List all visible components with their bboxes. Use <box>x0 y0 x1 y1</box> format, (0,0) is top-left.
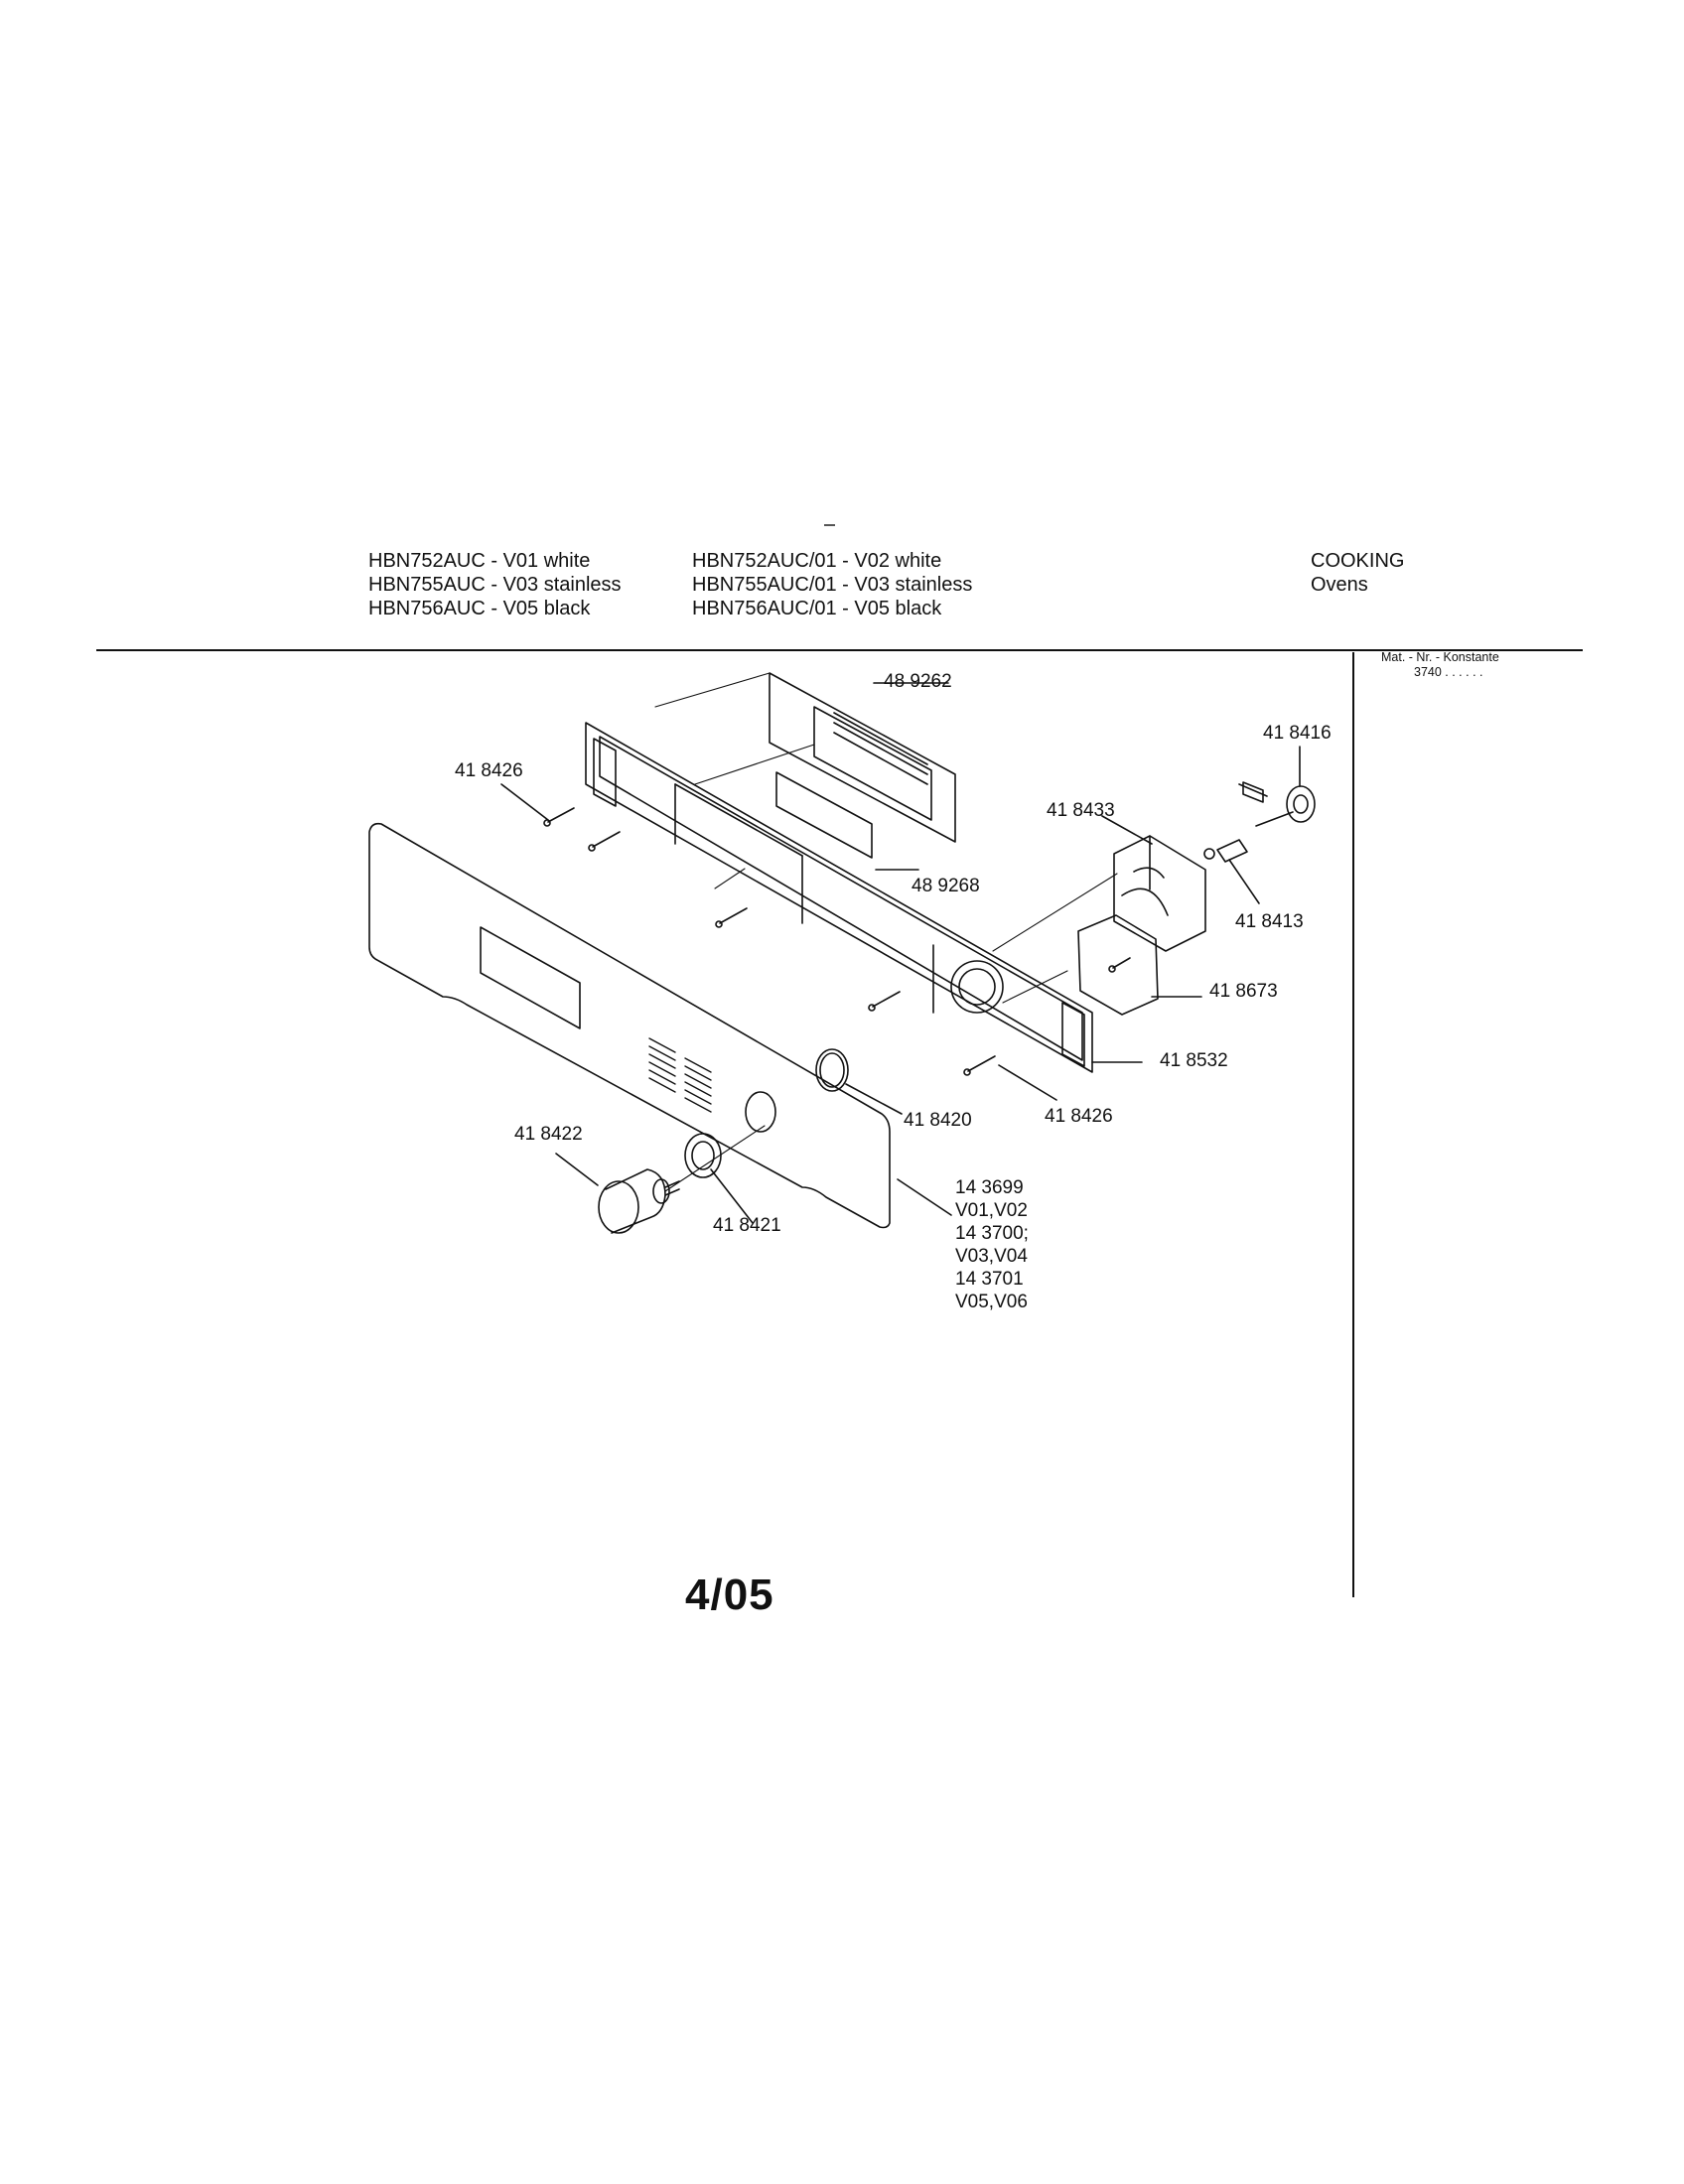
model-line: HBN752AUC/01 - V02 white <box>692 550 942 572</box>
panel-display-window <box>480 926 581 1029</box>
part-label: 41 8426 <box>455 760 523 781</box>
knob-axis-line <box>664 1125 766 1192</box>
part-label: 41 8673 <box>1209 981 1278 1002</box>
part-label: 41 8422 <box>514 1124 583 1145</box>
header-rule <box>96 649 1583 651</box>
model-line: HBN755AUC - V03 stainless <box>368 574 622 596</box>
leader-418426b <box>998 1064 1057 1101</box>
ring-418421 <box>684 1133 722 1178</box>
panel-code-label: V03,V04 <box>955 1246 1028 1267</box>
material-label: Mat. - Nr. - Konstante <box>1381 650 1499 664</box>
part-label: 41 8532 <box>1160 1050 1228 1071</box>
display-window-part <box>775 771 873 859</box>
rotary-switch-part <box>1238 781 1316 827</box>
knob-part <box>598 1168 680 1234</box>
panel-code-label: V01,V02 <box>955 1200 1028 1221</box>
leader-143699 <box>897 1178 952 1216</box>
ring-418420 <box>815 1048 849 1092</box>
control-board-part <box>769 672 956 843</box>
circuit-board-part <box>1077 914 1159 1016</box>
front-panel-part <box>368 822 891 1229</box>
model-list-right: HBN752AUC/01 - V02 white HBN755AUC/01 - … <box>692 549 972 620</box>
leader-418426a <box>500 783 549 821</box>
panel-knob-hole <box>745 1091 776 1133</box>
part-label: 41 8416 <box>1263 723 1332 744</box>
margin-rule <box>1352 652 1354 1597</box>
part-label: 41 8421 <box>713 1215 781 1236</box>
panel-code-label: 14 3701 <box>955 1269 1024 1290</box>
model-line: HBN752AUC - V01 white <box>368 550 591 572</box>
leader-418433 <box>1101 815 1153 845</box>
bracket-part <box>1113 835 1206 952</box>
model-list-left: HBN752AUC - V01 white HBN755AUC - V03 st… <box>368 549 622 620</box>
leader-418421 <box>710 1168 754 1224</box>
part-label: 41 8413 <box>1235 911 1304 932</box>
panel-code-label: V05,V06 <box>955 1292 1028 1312</box>
category-label: COOKING <box>1311 550 1405 572</box>
part-label: 41 8420 <box>904 1110 972 1131</box>
construction-lines <box>654 672 1118 1004</box>
switch-clip-part <box>1203 839 1248 863</box>
mounting-frame-part <box>585 722 1093 1073</box>
screw-group <box>543 807 1131 1076</box>
category-block: COOKING Ovens <box>1311 549 1404 597</box>
part-label: 41 8433 <box>1047 800 1115 821</box>
model-line: HBN756AUC - V05 black <box>368 598 591 619</box>
model-line: HBN755AUC/01 - V03 stainless <box>692 574 973 596</box>
page-number: 4/05 <box>685 1570 774 1619</box>
part-label: 48 9268 <box>912 876 980 896</box>
panel-vents <box>648 1037 712 1113</box>
header-dash <box>824 524 835 526</box>
leader-418420 <box>845 1083 903 1115</box>
subcategory-label: Ovens <box>1311 574 1368 596</box>
panel-code-label: 14 3700; <box>955 1223 1029 1244</box>
material-value: 3740 . . . . . . <box>1414 665 1483 679</box>
panel-code-label: 14 3699 <box>955 1177 1024 1198</box>
leader-418413 <box>1228 859 1260 904</box>
material-number-block: Mat. - Nr. - Konstante 3740 . . . . . . <box>1381 650 1499 680</box>
part-label: 48 9262 <box>884 671 952 692</box>
part-label: 41 8426 <box>1045 1106 1113 1127</box>
leader-418422 <box>555 1153 599 1186</box>
model-line: HBN756AUC/01 - V05 black <box>692 598 942 619</box>
